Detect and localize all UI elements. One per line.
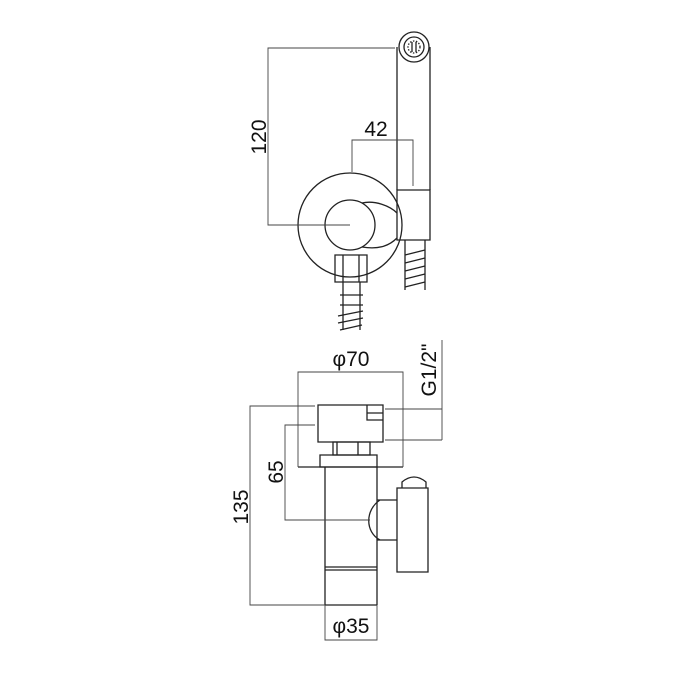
bottom-view: φ70 G1/2" 135 65 φ35 [230,340,443,641]
dim-label-120: 120 [248,119,271,154]
dim-label-g12: G1/2" [418,344,441,397]
wall-mount [297,172,403,331]
dim-label-42: 42 [364,118,387,141]
valve-body [298,404,429,606]
dimension-42: 42 [351,118,414,186]
dimension-135: 135 [230,405,325,606]
dimension-35: φ35 [324,605,378,641]
dim-label-35: φ35 [333,615,370,638]
dimension-65: 65 [265,424,370,521]
dimension-g12: G1/2" [385,340,443,441]
dim-label-65: 65 [265,460,288,483]
dimension-70: φ70 [297,348,404,467]
dimension-120: 120 [248,47,395,226]
dim-label-70: φ70 [333,348,370,371]
hand-shower [396,31,431,290]
top-view: 120 42 [248,31,431,331]
dim-label-135: 135 [230,489,253,524]
